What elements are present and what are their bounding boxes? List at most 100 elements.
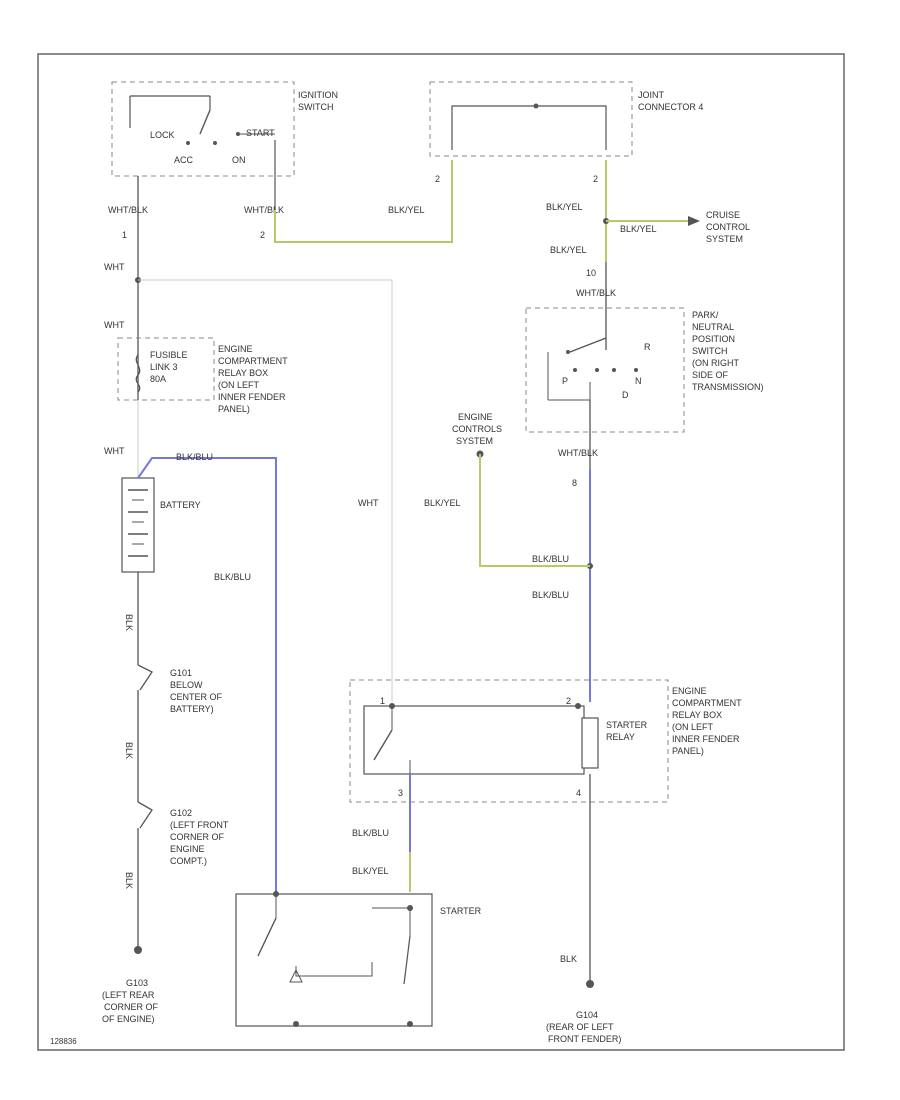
joint-connector-label-1: JOINT (638, 90, 665, 100)
wire-number-ign-2: 2 (260, 230, 265, 240)
relay-box-top-label-6: PANEL) (218, 404, 250, 414)
g103-label-3: CORNER OF (104, 1002, 159, 1012)
relay-box-bottom-label-6: PANEL) (672, 746, 704, 756)
wire-label-blk-blu-1: BLK/BLU (532, 554, 569, 564)
wire-label-blk-ylw-6: BLK/YEL (352, 866, 389, 876)
ground-g101-symbol (137, 664, 153, 691)
relay-box-top-label-5: INNER FENDER (218, 392, 286, 402)
figure-code: 128836 (50, 1037, 77, 1046)
wire-label-blk-blu-3: BLK/BLU (176, 452, 213, 462)
engine-controls-label-2: CONTROLS (452, 424, 502, 434)
g104-label-1: G104 (576, 1010, 598, 1020)
wire-number-ign-1: 1 (122, 230, 127, 240)
start-label: START (246, 128, 275, 138)
wire-number-pn-top: 10 (586, 268, 596, 278)
relay-box-top-label-1: ENGINE (218, 344, 253, 354)
wire-label-wht-blk-4: WHT/BLK (558, 448, 598, 458)
relay-number-3: 3 (398, 788, 403, 798)
wire-label-wht-2: WHT (104, 320, 125, 330)
g104-label-3: FRONT FENDER) (548, 1034, 621, 1044)
cruise-control-label-2: CONTROL (706, 222, 750, 232)
pn-switch-label-7: TRANSMISSION) (692, 382, 764, 392)
g101-label-2: BELOW (170, 680, 203, 690)
wire-label-wht-blk-3: WHT/BLK (576, 288, 616, 298)
g101-label-3: CENTER OF (170, 692, 223, 702)
relay-box-bottom-label-1: ENGINE (672, 686, 707, 696)
wire-label-blk-1: BLK (124, 614, 134, 631)
pn-r-label: R (644, 342, 651, 352)
relay-box-bottom-label-4: (ON LEFT (672, 722, 714, 732)
relay-box-bottom-label-3: RELAY BOX (672, 710, 722, 720)
wire-label-blk-2: BLK (124, 742, 134, 759)
g103-label-1: G103 (126, 978, 148, 988)
wire-label-blk-3: BLK (124, 872, 134, 889)
wire-label-blk-ylw-1: BLK/YEL (388, 205, 425, 215)
wire-blk-blu-battery-to-starter (137, 457, 277, 892)
wire-blk-ylw-ign-to-jc (274, 160, 453, 243)
ground-g103-terminal (134, 946, 142, 954)
wire-label-blk-ylw-5: BLK/YEL (424, 498, 461, 508)
relay-box-bottom (349, 679, 669, 803)
ground-g102-symbol (137, 801, 153, 829)
ignition-switch-box (111, 81, 295, 177)
wire-label-wht-4: WHT (104, 446, 125, 456)
relay-box-top-label-2: COMPARTMENT (218, 356, 288, 366)
fusible-link-symbol (135, 354, 141, 393)
g103-label-2: (LEFT REAR (102, 990, 155, 1000)
wire-label-blk-4: BLK (560, 954, 577, 964)
starter-relay-body (363, 705, 585, 775)
relay-number-1: 1 (380, 696, 385, 706)
pn-switch-label-1: PARK/ (692, 310, 719, 320)
wire-label-wht-blk-2: WHT/BLK (244, 205, 284, 215)
relay-box-bottom-label-5: INNER FENDER (672, 734, 740, 744)
pn-switch-label-3: POSITION (692, 334, 735, 344)
diagram-border (37, 53, 845, 1051)
park-neutral-switch-box (525, 307, 685, 433)
battery-symbol (121, 477, 155, 573)
wire-label-blk-blu-5: BLK/BLU (352, 828, 389, 838)
pn-d-label: D (622, 390, 629, 400)
pn-switch-label-2: NEUTRAL (692, 322, 734, 332)
g102-label-4: ENGINE (170, 844, 205, 854)
g102-label-2: (LEFT FRONT (170, 820, 229, 830)
cruise-control-label-1: CRUISE (706, 210, 740, 220)
pn-n-label: N (635, 376, 642, 386)
starter-relay-label-1: STARTER (606, 720, 648, 730)
wire-number-jc-left: 2 (435, 174, 440, 184)
relay-number-4: 4 (576, 788, 581, 798)
acc-label: ACC (174, 155, 194, 165)
starter-relay-label-2: RELAY (606, 732, 635, 742)
wire-label-blk-blu-2: BLK/BLU (532, 590, 569, 600)
pn-p-label: P (562, 376, 568, 386)
relay-box-bottom-label-2: COMPARTMENT (672, 698, 742, 708)
wire-number-jc-right: 2 (593, 174, 598, 184)
battery-label: BATTERY (160, 500, 201, 510)
fusible-link-label-3: 80A (150, 374, 166, 384)
relay-box-top-label-4: (ON LEFT (218, 380, 260, 390)
pn-switch-label-6: SIDE OF (692, 370, 729, 380)
wire-number-pn-bottom: 8 (572, 478, 577, 488)
g104-label-2: (REAR OF LEFT (546, 1022, 614, 1032)
fusible-link-label-1: FUSIBLE (150, 350, 188, 360)
ignition-switch-label-2: SWITCH (298, 102, 334, 112)
joint-connector-label-2: CONNECTOR 4 (638, 102, 703, 112)
wire-wht-to-starter-relay (138, 279, 393, 702)
ignition-switch-label-1: IGNITION (298, 90, 338, 100)
lock-label: LOCK (150, 130, 175, 140)
pn-switch-label-4: SWITCH (692, 346, 728, 356)
relay-number-2: 2 (566, 696, 571, 706)
engine-controls-label-3: SYSTEM (456, 436, 493, 446)
joint-connector-box (429, 81, 633, 157)
g101-label-4: BATTERY) (170, 704, 214, 714)
cruise-control-label-3: SYSTEM (706, 234, 743, 244)
pn-switch-label-5: (ON RIGHT (692, 358, 739, 368)
fusible-link-box (117, 337, 215, 401)
fusible-link-label-2: LINK 3 (150, 362, 178, 372)
g102-label-1: G102 (170, 808, 192, 818)
g102-label-3: CORNER OF (170, 832, 225, 842)
ground-g104-terminal (586, 980, 594, 988)
relay-box-top-label-3: RELAY BOX (218, 368, 268, 378)
starter-box (235, 893, 433, 1027)
g101-label-1: G101 (170, 668, 192, 678)
